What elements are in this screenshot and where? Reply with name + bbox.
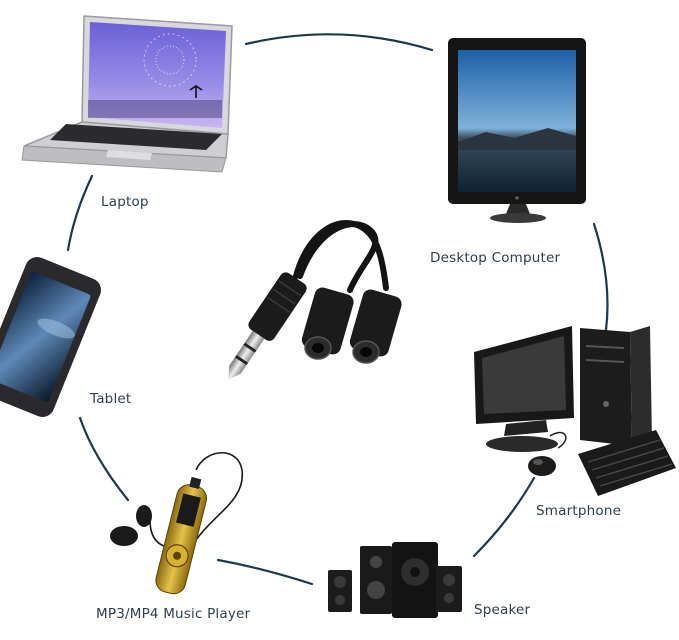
- desktop-monitor-image: [448, 38, 586, 223]
- label-laptop: Laptop: [101, 194, 149, 210]
- label-tablet: Tablet: [90, 391, 132, 407]
- audio-splitter-cable-image: [228, 220, 402, 380]
- desktop-pc-set-image: [474, 326, 676, 496]
- label-speaker: Speaker: [474, 602, 531, 618]
- label-desktop-computer: Desktop Computer: [430, 250, 561, 266]
- ring-arc-mp3-tablet: [78, 416, 130, 502]
- connection-ring: [66, 33, 609, 586]
- label-mp3-player: MP3/MP4 Music Player: [96, 606, 251, 622]
- ring-arc-speaker-mp3: [216, 558, 314, 586]
- ring-arc-desktop-smartphone: [592, 222, 609, 332]
- mp3-player-image: [110, 452, 243, 595]
- laptop-image: [21, 15, 233, 173]
- tablet-image: [0, 256, 101, 417]
- ring-arc-tablet-laptop: [66, 174, 94, 252]
- ring-arc-laptop-desktop: [244, 33, 434, 52]
- ring-arc-smartphone-speaker: [472, 476, 536, 558]
- speaker-system-image: [328, 542, 462, 618]
- label-smartphone: Smartphone: [536, 503, 622, 519]
